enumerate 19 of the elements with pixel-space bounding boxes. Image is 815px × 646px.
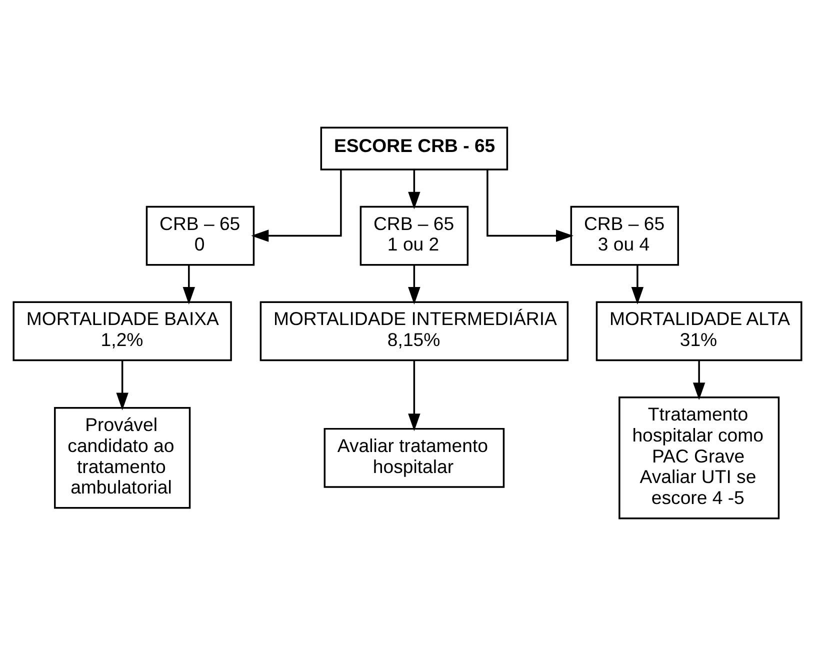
arrow xyxy=(692,360,706,400)
node-box: CRB – 65 0 xyxy=(146,206,255,266)
arrow xyxy=(251,170,342,242)
arrow xyxy=(631,264,644,304)
node-box: MORTALIDADE BAIXA 1,2% xyxy=(12,301,232,362)
node-box: Ttratamento hospitalar como PAC Grave Avaliar UTI se escore 4 -5 xyxy=(618,396,780,520)
node-box: MORTALIDADE ALTA 31% xyxy=(596,301,802,362)
arrow xyxy=(116,360,128,410)
node-box: ESCORE CRB - 65 xyxy=(320,126,508,170)
arrow xyxy=(408,170,420,210)
node-box: Provável candidato ao tratamento ambulatorial xyxy=(54,407,191,509)
node-box: CRB – 65 3 ou 4 xyxy=(570,206,680,266)
node-box: CRB – 65 1 ou 2 xyxy=(360,206,469,266)
arrow xyxy=(182,264,195,304)
arrow xyxy=(408,264,420,304)
node-box: MORTALIDADE INTERMEDIÁRIA 8,15% xyxy=(260,301,569,362)
node-box: Avaliar tratamento hospitalar xyxy=(324,428,505,488)
arrow xyxy=(486,170,574,242)
arrow xyxy=(408,360,420,432)
